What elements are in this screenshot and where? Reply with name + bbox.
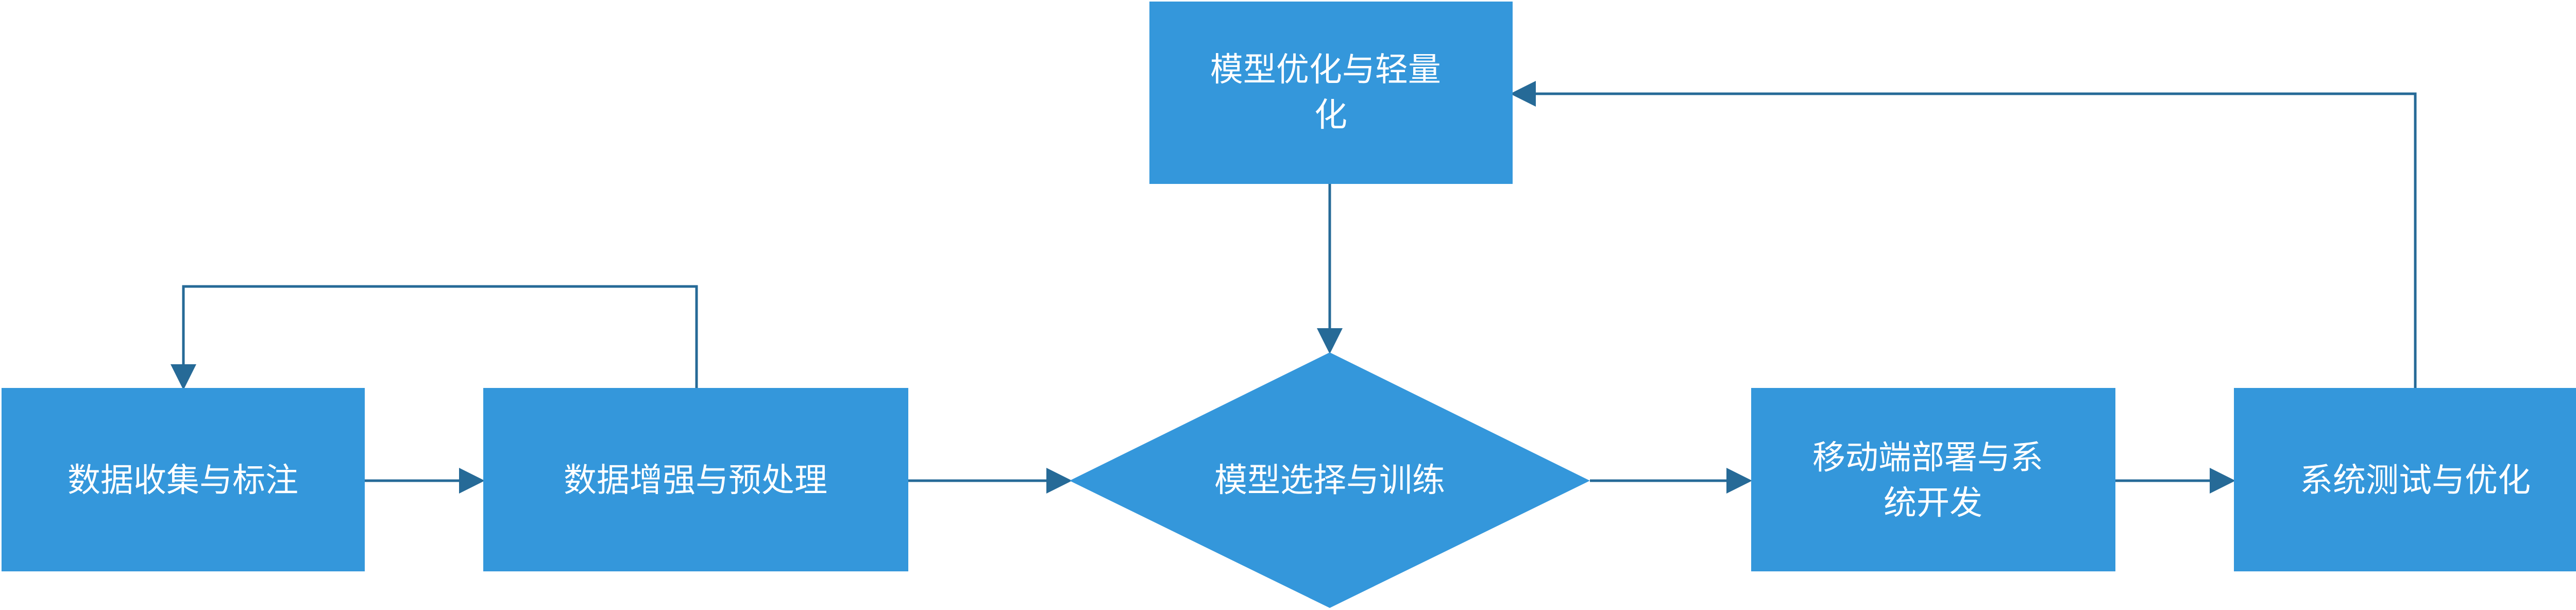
node-collect-label-line: 数据收集与标注 [67, 462, 298, 500]
node-train[interactable]: 模型选择与训练 [1070, 352, 1590, 608]
arrow-test-feedback-to-optimize [1510, 81, 2417, 388]
node-augment-label-line: 数据增强与预处理 [564, 462, 827, 500]
node-train-diamond [1070, 352, 1590, 608]
node-test-label-line: 系统测试与优化 [2300, 462, 2531, 500]
node-train-label-line: 模型选择与训练 [1214, 462, 1445, 500]
node-optimize[interactable]: 模型优化与轻量 化 [1149, 2, 1513, 184]
node-augment-box [483, 388, 908, 571]
node-deploy[interactable]: 移动端部署与系 统开发 [1751, 388, 2115, 571]
node-test[interactable]: 系统测试与优化 [2234, 388, 2576, 571]
node-test-box [2234, 388, 2576, 571]
node-optimize-label-line-1: 模型优化与轻量 [1210, 51, 1441, 89]
node-optimize-box [1149, 2, 1513, 184]
node-augment[interactable]: 数据增强与预处理 [483, 388, 908, 571]
node-optimize-label: 模型优化与轻量 化 [1210, 51, 1451, 134]
node-collect-label: 数据收集与标注 [67, 462, 298, 500]
node-deploy-label: 移动端部署与系 统开发 [1812, 439, 2054, 522]
node-collect-box [2, 388, 365, 571]
arrow-augment-loop-to-collect [171, 285, 698, 390]
node-deploy-label-line-1: 移动端部署与系 [1812, 439, 2043, 477]
node-deploy-box [1751, 388, 2115, 571]
node-collect[interactable]: 数据收集与标注 [2, 388, 365, 571]
connectors [171, 81, 2417, 494]
node-train-label: 模型选择与训练 [1214, 462, 1445, 500]
node-test-label: 系统测试与优化 [2300, 462, 2531, 500]
node-augment-label: 数据增强与预处理 [564, 462, 827, 500]
node-deploy-label-line-2: 统开发 [1884, 484, 1982, 522]
node-optimize-label-line-2: 化 [1314, 96, 1347, 134]
